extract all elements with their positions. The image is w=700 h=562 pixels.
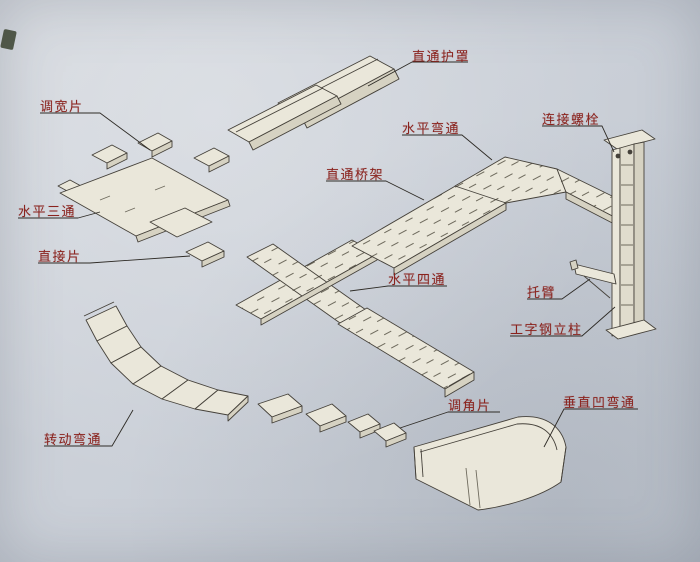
part-bracket-arm (569, 259, 617, 299)
part-angle-adjusters (257, 393, 407, 448)
label-rotating-bend: 转动弯通 (44, 433, 103, 448)
label-connector-plate: 直接片 (38, 250, 82, 265)
label-connecting-bolt: 连接螺栓 (542, 113, 601, 128)
part-lower-branch-tray (337, 307, 475, 398)
label-straight-tray: 直通桥架 (326, 168, 385, 183)
part-ibeam-column (603, 129, 657, 340)
label-bracket-arm: 托臂 (527, 286, 557, 301)
part-horizontal-cross (235, 239, 378, 326)
part-vertical-concave-bend (413, 416, 567, 511)
part-horizontal-bend (454, 156, 621, 228)
label-horizontal-cross: 水平四通 (388, 273, 447, 288)
label-ibeam-column: 工字钢立柱 (510, 323, 583, 338)
label-horizontal-tee: 水平三通 (18, 205, 77, 220)
part-straight-tray (351, 180, 507, 276)
part-horizontal-tee (57, 157, 231, 243)
leader-lines (18, 61, 638, 448)
label-angle-adjuster: 调角片 (448, 399, 492, 414)
label-vertical-concave-bend: 垂直凹弯通 (563, 396, 636, 411)
label-width-adjuster: 调宽片 (40, 100, 84, 115)
part-straight-cover (227, 55, 400, 151)
label-straight-cover: 直通护罩 (412, 50, 471, 65)
label-horizontal-bend: 水平弯通 (402, 122, 461, 137)
part-width-adjusters (91, 132, 230, 173)
part-rotating-bend (83, 301, 249, 422)
part-connector-plate (185, 241, 225, 268)
